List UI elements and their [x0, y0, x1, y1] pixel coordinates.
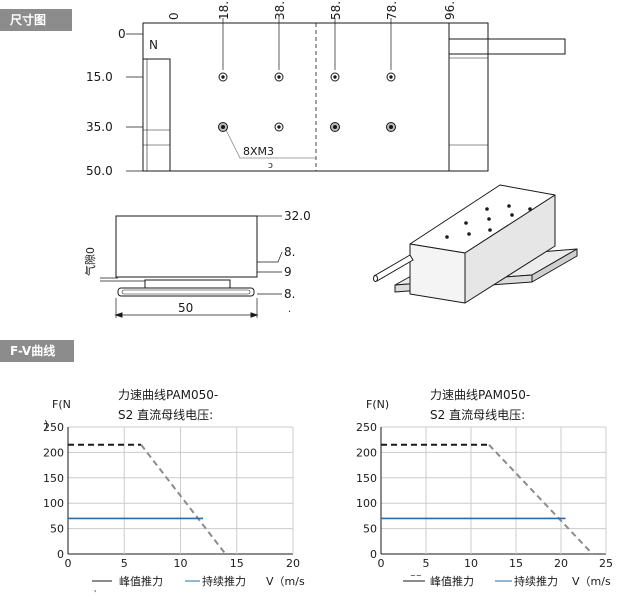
x-tick-label: 38. [273, 1, 287, 20]
mounting-hole [274, 72, 284, 82]
x-tick-label: 0 [378, 557, 385, 570]
mounting-hole [218, 122, 228, 132]
top-view-outline [142, 22, 489, 172]
x-tick-label: 5 [423, 557, 430, 570]
chart-legend: 峰值推力 持续推力 V（m/s ' [92, 574, 305, 597]
y-tick-label: 250 [356, 421, 377, 434]
y-tick-label: 0 [370, 548, 377, 561]
x-tick-label: 25 [599, 557, 613, 570]
legend-cont-label: 持续推力 [514, 574, 558, 588]
side-label: 32.0 [284, 209, 311, 223]
x-tick-label: 18. [217, 1, 231, 20]
y-tick-label: 150 [356, 472, 377, 485]
small-mark: ɔ [268, 161, 273, 171]
stray-mark: ' [94, 589, 96, 597]
chart-title-line1: 力速曲线PAM050- [430, 388, 530, 402]
legend-cont-label: 持续推力 [202, 574, 246, 588]
x-tick-label: 20 [554, 557, 568, 570]
y-tick-label: 0 [57, 548, 64, 561]
left-end-block [142, 58, 171, 172]
mounting-hole [386, 72, 396, 82]
y-tick-label: 15.0 [86, 70, 113, 84]
y-axis-label: F(N [52, 398, 71, 411]
x-tick-label: 96. [443, 1, 457, 20]
mounting-holes [218, 72, 396, 132]
x-tick-label: 15 [509, 557, 523, 570]
x-tick-label: 58. [329, 1, 343, 20]
iso-cable [373, 254, 414, 282]
dimension-drawings: 0 18. 38. 58. 78. 96. 0 15.0 35.0 50.0 N… [83, 1, 578, 318]
side-view [100, 215, 283, 318]
y-tick-label: 50.0 [86, 164, 113, 178]
x-tick-label: 20 [286, 557, 300, 570]
side-label: 8. [284, 245, 295, 259]
x-axis-label: V（m/s [572, 575, 611, 588]
motor-body [115, 215, 258, 278]
mounting-hole [218, 72, 228, 82]
x-tick-label: 10 [464, 557, 478, 570]
x-tick-label: 78. [385, 1, 399, 20]
chart-title-line2: S2 直流母线电压: [118, 408, 213, 422]
peak-force-segment [140, 444, 227, 555]
cable [448, 38, 566, 55]
pole-label: N [149, 38, 158, 52]
chart-title-line1: 力速曲线PAM050- [118, 388, 218, 402]
gap-label: 气隙0 [83, 247, 97, 276]
x-tick-label: 0 [167, 12, 181, 20]
y-tick-label: 35.0 [86, 120, 113, 134]
y-tick-label: 200 [43, 446, 64, 459]
mounting-hole [274, 122, 284, 132]
x-tick-label: 15 [230, 557, 244, 570]
overlap-mark: ~~ [410, 572, 422, 580]
x-tick-label: 5 [121, 557, 128, 570]
x-axis-label: V（m/s [266, 575, 305, 588]
y-tick-label: 50 [50, 523, 64, 536]
fv-chart-2: 力速曲线PAM050- S2 直流母线电压: F(N) 250200150100… [356, 388, 613, 588]
mounting-hole [386, 122, 396, 132]
x-tick-label: 0 [65, 557, 72, 570]
mounting-hole [330, 122, 340, 132]
stray-mark: . [288, 304, 291, 315]
y-tick-label: 0 [118, 27, 126, 41]
y-axis-label-cont: ) [44, 418, 48, 431]
chart-legend: 峰值推力 持续推力 V（m/s ~~ [403, 572, 611, 588]
y-tick-label: 100 [356, 497, 377, 510]
base-plate [117, 287, 255, 297]
top-view [126, 18, 566, 172]
chart-title-line2: S2 直流母线电压: [430, 408, 525, 422]
legend-peak-label: 峰值推力 [119, 574, 163, 588]
right-end-block [448, 22, 489, 172]
side-label: 9 [284, 265, 292, 279]
section-tag-fv-curve: F-V曲线 [0, 340, 74, 362]
section-tag-dimensions: 尺寸图 [0, 9, 72, 31]
iso-holes [445, 204, 532, 239]
legend-peak-label: 峰值推力 [430, 574, 474, 588]
side-label: 8. [284, 287, 295, 301]
y-tick-label: 50 [363, 523, 377, 536]
width-label: 50 [178, 301, 193, 315]
hole-callout: 8XM3 [243, 145, 274, 158]
y-tick-label: 150 [43, 472, 64, 485]
peak-force-segment [488, 444, 594, 555]
isometric-view [373, 184, 578, 304]
y-tick-label: 200 [356, 446, 377, 459]
y-axis-label: F(N) [366, 398, 389, 411]
fv-chart-1: 力速曲线PAM050- S2 直流母线电压: F(N ) 25020015010… [43, 388, 305, 597]
chart-grid [380, 426, 607, 555]
chart-grid [67, 426, 294, 555]
magnet-track [144, 279, 231, 289]
y-tick-label: 250 [43, 421, 64, 434]
x-tick-label: 10 [174, 557, 188, 570]
mounting-hole [330, 72, 340, 82]
y-tick-label: 100 [43, 497, 64, 510]
